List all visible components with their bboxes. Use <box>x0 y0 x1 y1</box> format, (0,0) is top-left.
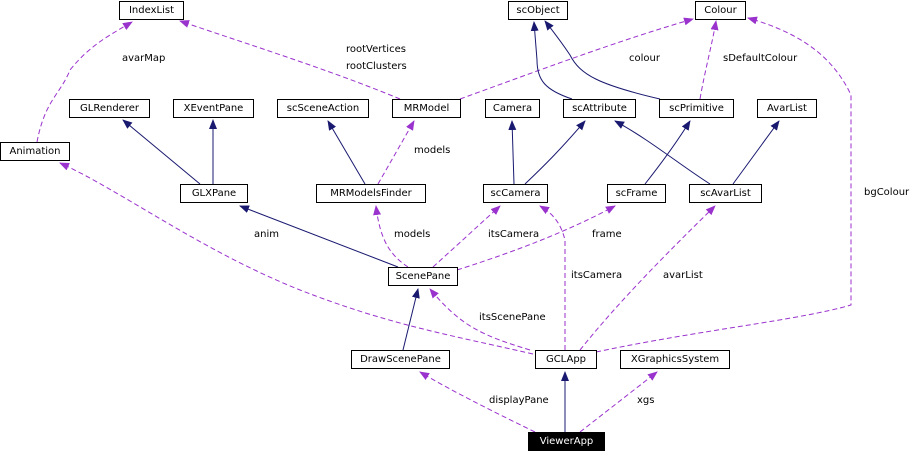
edge-label-xgs: xgs <box>637 395 655 406</box>
edge-scenepane-glxpane <box>239 205 399 268</box>
edge-label-itsscenepane: itsScenePane <box>479 312 546 323</box>
edge-scprimitive-scobject <box>544 20 661 100</box>
node-scenepane[interactable]: ScenePane <box>388 267 458 286</box>
edge-label-sdefaultcolour: sDefaultColour <box>723 53 798 64</box>
edge-label-models: models <box>414 145 451 156</box>
edge-label-avarlist: avarList <box>663 270 703 281</box>
edge-glxpane-glrenderer <box>122 119 201 185</box>
edge-label-frame: frame <box>592 229 622 240</box>
node-sccamera[interactable]: scCamera <box>483 184 548 203</box>
edge-mrmodelsfinder-scsceneaction <box>327 120 366 185</box>
node-avarlist[interactable]: AvarList <box>757 99 817 118</box>
edge-gclapp-scenepane <box>429 288 531 351</box>
edge-label-rootvertices: rootVertices <box>346 44 406 55</box>
edge-label-avarmap: avarMap <box>122 53 166 64</box>
node-scavarlist[interactable]: scAvarList <box>689 184 762 203</box>
edge-gclapp-scavarlist <box>579 205 716 351</box>
edge-viewerapp-xgraphicssystem <box>579 371 658 433</box>
node-gclapp[interactable]: GCLApp <box>535 350 597 369</box>
node-xeventpane[interactable]: XEventPane <box>173 99 254 118</box>
edge-label-models: models <box>394 229 431 240</box>
edge-label-itscamera: itsCamera <box>571 270 623 281</box>
node-scattribute[interactable]: scAttribute <box>563 99 636 118</box>
edge-label-bgcolour: bgColour <box>864 187 910 198</box>
edge-animation-indexlist <box>36 21 133 143</box>
edge-label-anim: anim <box>254 229 279 240</box>
edge-sccamera-scattribute <box>524 120 586 185</box>
edge-label-colour: colour <box>629 53 660 64</box>
edge-scavarlist-avarlist <box>732 120 780 185</box>
node-indexlist[interactable]: IndexList <box>119 1 184 20</box>
node-camera[interactable]: Camera <box>485 99 540 118</box>
edge-scprimitive-colour <box>699 20 719 100</box>
edge-scattribute-scobject <box>530 21 573 100</box>
node-mrmodelsfinder[interactable]: MRModelsFinder <box>316 184 426 203</box>
edge-sccamera-camera <box>508 120 517 185</box>
node-scobject[interactable]: scObject <box>508 1 568 20</box>
edge-label-itscamera: itsCamera <box>488 229 540 240</box>
edge-label-rootclusters: rootClusters <box>346 61 407 72</box>
node-scsceneaction[interactable]: scSceneAction <box>277 99 369 118</box>
node-colour[interactable]: Colour <box>695 1 746 20</box>
node-drawscenepane[interactable]: DrawScenePane <box>351 350 450 369</box>
edge-viewerapp-drawscenepane <box>419 371 536 433</box>
node-scprimitive[interactable]: scPrimitive <box>659 99 734 118</box>
edge-gclapp-animation <box>59 162 534 355</box>
node-glrenderer[interactable]: GLRenderer <box>69 99 150 118</box>
edge-gclapp-colour <box>595 16 852 353</box>
edge-scframe-scprimitive <box>644 120 691 185</box>
edge-drawscenepane-scenepane <box>402 288 420 351</box>
node-scframe[interactable]: scFrame <box>607 184 666 203</box>
node-viewerapp: ViewerApp <box>528 432 605 451</box>
edge-mrmodel-indexlist <box>179 20 401 100</box>
edge-gclapp-sccamera <box>539 205 566 350</box>
node-animation[interactable]: Animation <box>0 142 70 161</box>
edge-mrmodel-colour <box>459 17 694 100</box>
edge-scavarlist-scattribute <box>614 120 711 185</box>
edge-scenepane-sccamera <box>432 205 501 268</box>
node-mrmodel[interactable]: MRModel <box>392 99 461 118</box>
edge-mrmodelsfinder-mrmodel <box>377 120 415 185</box>
edge-scenepane-scframe <box>456 205 616 271</box>
node-xgraphicssystem[interactable]: XGraphicsSystem <box>620 350 730 369</box>
edge-label-displaypane: displayPane <box>489 395 549 406</box>
node-glxpane[interactable]: GLXPane <box>180 184 248 203</box>
